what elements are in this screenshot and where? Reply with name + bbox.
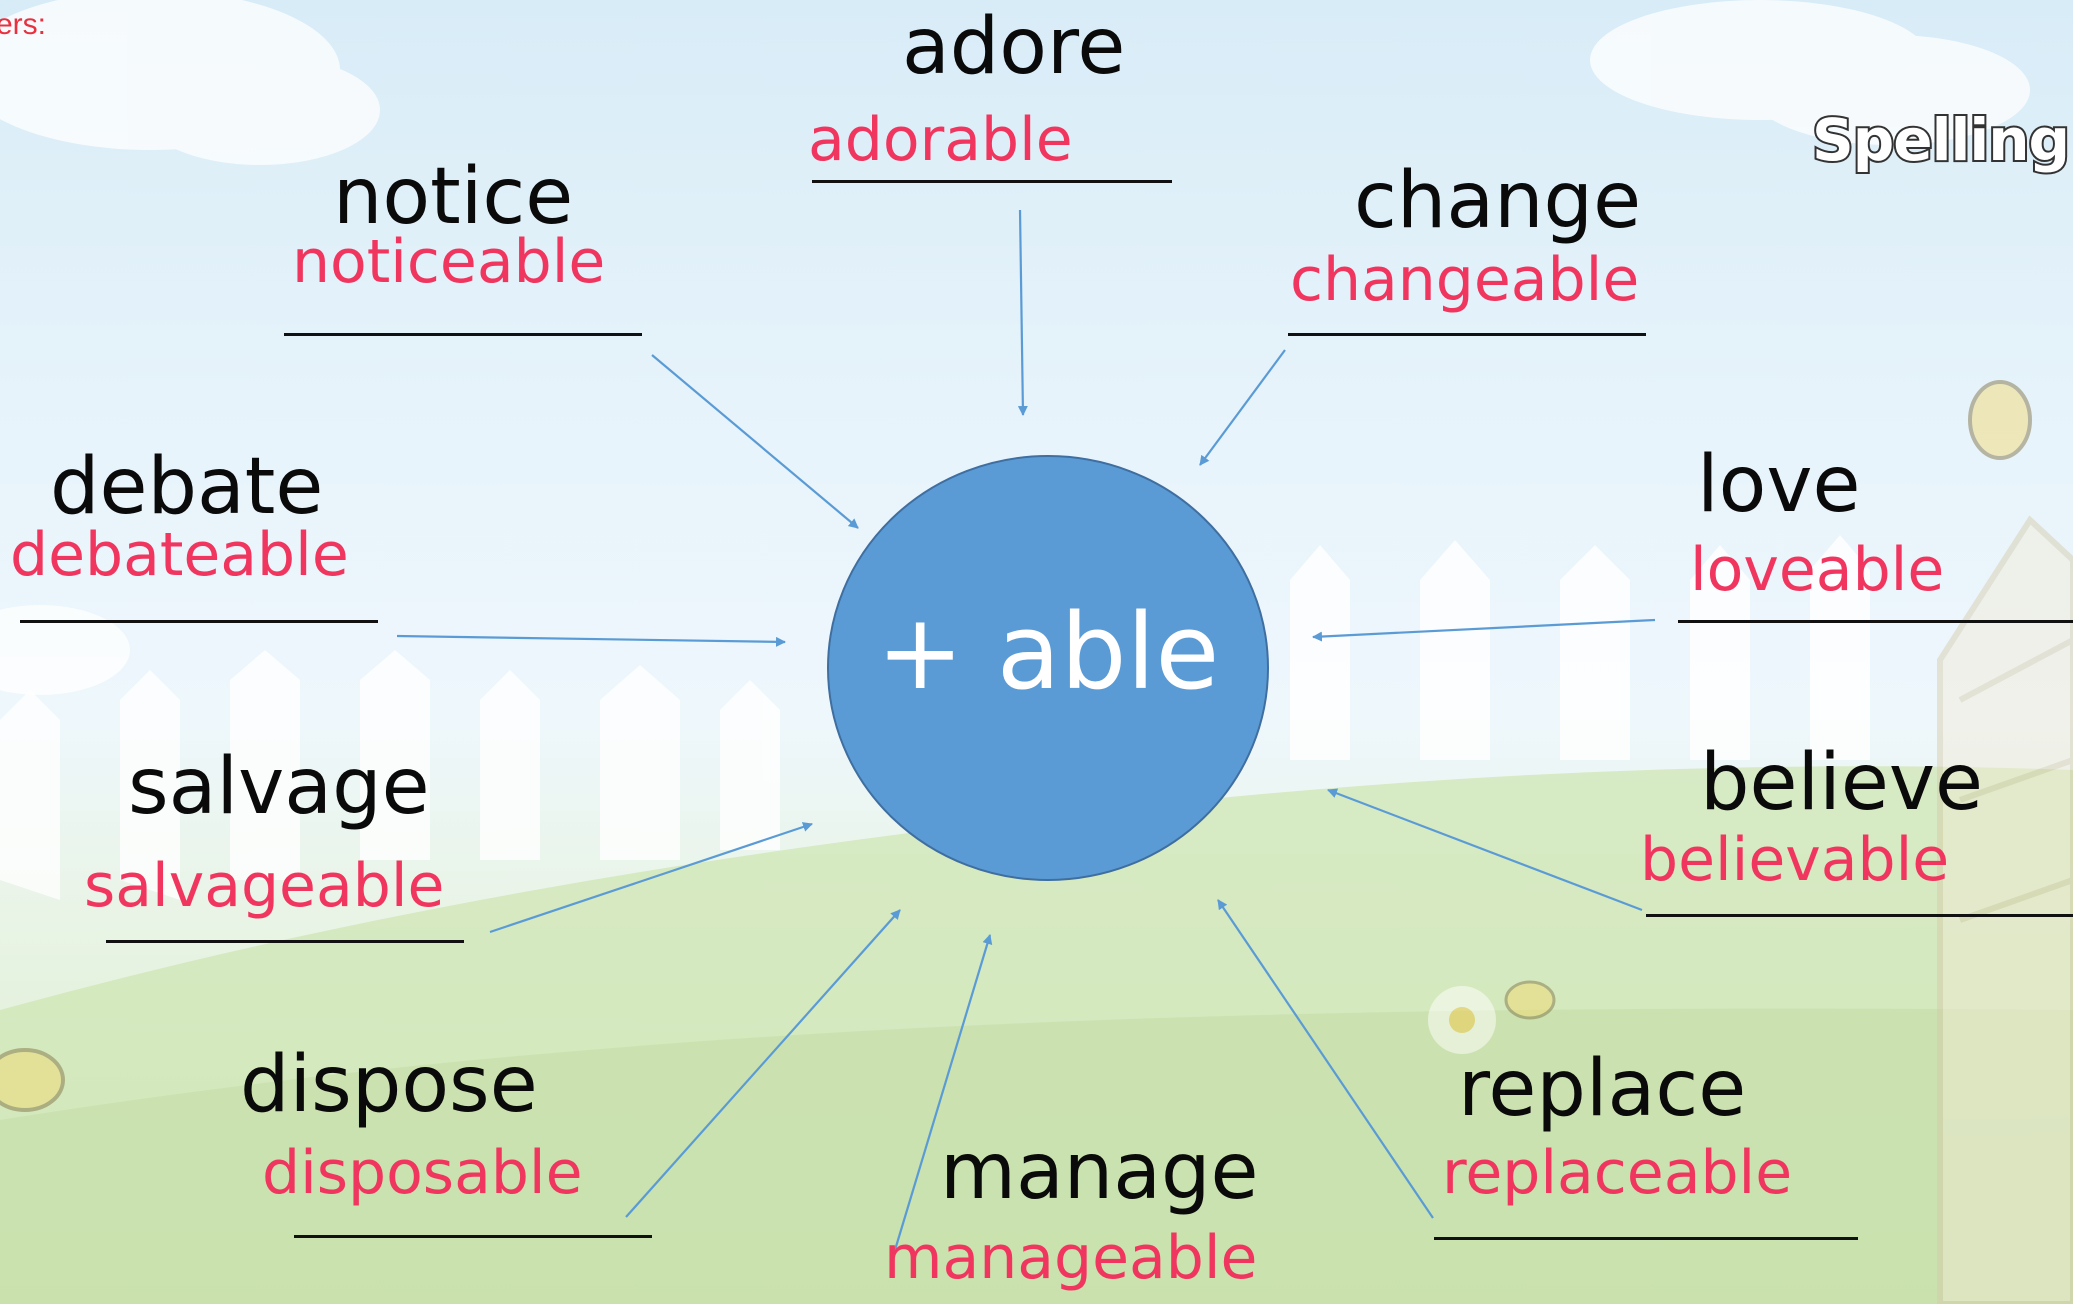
answer-line-believe [1646,914,2073,917]
corner-label: ers: [0,8,47,41]
word-answer-believe: believable [1640,825,1950,895]
word-answer-manage: manageable [884,1223,1258,1293]
word-root-dispose: dispose [240,1040,538,1130]
word-root-notice: notice [333,152,574,242]
arrow-debate [396,634,786,647]
arrow-change [1199,349,1286,466]
hill-front [0,1008,2073,1304]
word-answer-love: loveable [1690,535,1945,605]
arrow-love [1312,618,1656,642]
arrow-salvage [489,822,813,934]
word-root-manage: manage [940,1127,1259,1217]
flower-decoration [1428,986,1496,1054]
hub-circle [827,455,1269,881]
answer-line-adore [812,180,1172,183]
word-root-debate: debate [50,442,324,532]
word-root-salvage: salvage [128,742,430,832]
word-answer-salvage: salvageable [84,851,445,921]
arrow-dispose [625,909,901,1218]
hub-label: + able [876,591,1220,713]
answer-line-dispose [294,1235,652,1238]
word-root-change: change [1354,156,1642,246]
word-answer-notice: noticeable [292,227,606,297]
answer-line-change [1288,333,1646,336]
answer-line-debate [20,620,378,623]
word-answer-dispose: disposable [262,1138,583,1208]
word-root-replace: replace [1458,1044,1747,1134]
word-answer-change: changeable [1290,245,1640,315]
arrow-believe [1327,788,1643,912]
answer-line-love [1678,620,2073,623]
answer-line-replace [1434,1237,1858,1240]
arrow-adore [1017,209,1028,416]
fence [0,535,1870,900]
clouds [0,0,2030,695]
answer-line-notice [284,333,642,336]
answer-line-salvage [106,940,464,943]
arrow-replace [1217,899,1434,1219]
word-answer-adore: adorable [808,105,1073,175]
word-root-love: love [1697,440,1861,530]
word-answer-debate: debateable [10,520,349,590]
bee-decoration [0,380,2032,1112]
arrow-manage [893,934,993,1251]
arrow-notice [651,354,859,529]
spelling-logo: Spelling [1810,104,2072,176]
word-root-believe: believe [1700,738,1983,828]
word-answer-replace: replaceable [1442,1138,1793,1208]
house-decoration [1937,515,2073,1304]
word-root-adore: adore [902,2,1126,92]
